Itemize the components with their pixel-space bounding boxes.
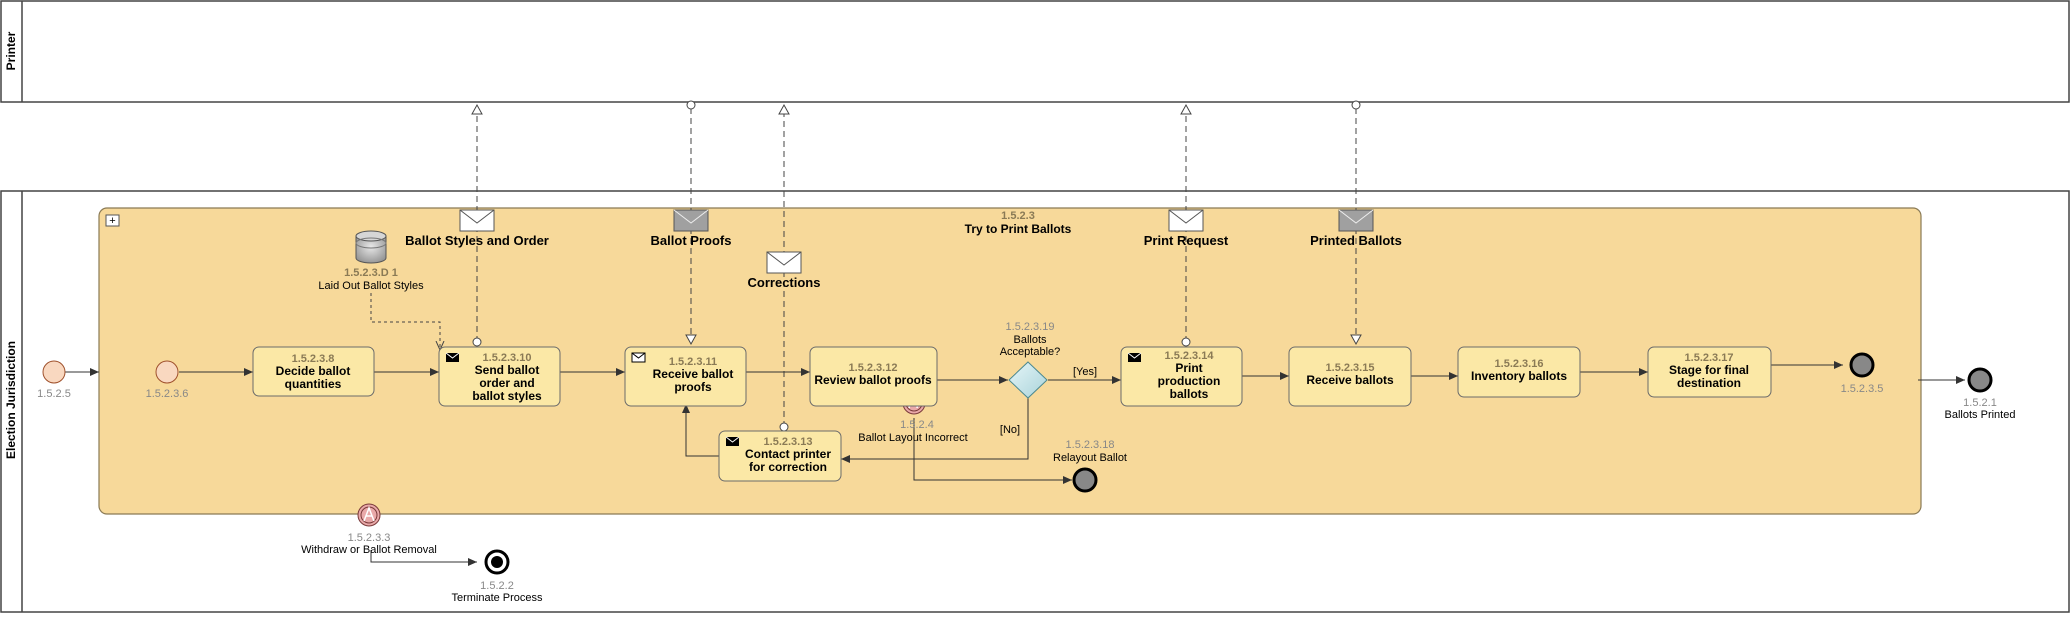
event-id: 1.5.2.3.18 [1066, 439, 1115, 451]
event-id: 1.5.2.4 [900, 419, 934, 431]
subprocess-id: 1.5.2.3 [1001, 210, 1035, 222]
task-id: 1.5.2.3.11 [669, 356, 717, 368]
event-id: 1.5.2.1 [1963, 397, 1997, 409]
task-label: Send ballot [475, 363, 540, 377]
task-id: 1.5.2.3.17 [1685, 352, 1734, 364]
task-label: order and [479, 376, 534, 390]
task-id: 1.5.2.3.8 [292, 353, 335, 365]
message-printed-ballots[interactable]: Printed Ballots [1310, 209, 1402, 248]
task-print-production-ballots[interactable]: 1.5.2.3.14 Print production ballots [1120, 346, 1243, 407]
subprocess-name: Try to Print Ballots [965, 222, 1072, 236]
gateway-id: 1.5.2.3.19 [1006, 321, 1055, 333]
task-label: quantities [285, 377, 342, 391]
gateway-line2: Acceptable? [1000, 346, 1061, 358]
event-id: 1.5.2.2 [480, 580, 514, 592]
printer-pool: Printer [0, 0, 2070, 103]
cancel-icon [363, 505, 375, 522]
message-print-request[interactable]: Print Request [1144, 209, 1229, 248]
task-label: ballot styles [472, 389, 542, 403]
task-contact-printer[interactable]: 1.5.2.3.13 Contact printer for correctio… [718, 430, 842, 482]
send-envelope-icon [445, 352, 460, 362]
task-send-ballot-order[interactable]: 1.5.2.3.10 Send ballot order and ballot … [438, 346, 561, 407]
message-label: Ballot Proofs [651, 233, 732, 248]
gateway-ballots-acceptable[interactable]: 1.5.2.3.19 Ballots Acceptable? [1000, 321, 1061, 399]
message-ballot-styles-order[interactable]: Ballot Styles and Order [405, 209, 549, 248]
message-label: Ballot Styles and Order [405, 233, 549, 248]
event-name: Withdraw or Ballot Removal [301, 544, 437, 556]
data-store[interactable]: 1.5.2.3.D 1 Laid Out Ballot Styles [318, 230, 424, 292]
event-name: Relayout Ballot [1053, 452, 1127, 464]
task-id: 1.5.2.3.12 [849, 362, 898, 374]
task-label: ballots [1170, 387, 1209, 401]
task-id: 1.5.2.3.10 [483, 352, 532, 364]
sequence-flows [65, 361, 1965, 566]
election-pool-label: Election Jurisdiction [4, 341, 18, 459]
event-id: 1.5.2.3.6 [146, 388, 189, 400]
task-decide-ballot-quantities[interactable]: 1.5.2.3.8 Decide ballot quantities [252, 346, 375, 397]
task-label: Review ballot proofs [814, 373, 932, 387]
task-label: Inventory ballots [1471, 369, 1567, 383]
task-label: for correction [749, 460, 827, 474]
task-id: 1.5.2.3.13 [764, 436, 813, 448]
gateway-yes-label: [Yes] [1073, 366, 1097, 378]
start-event-inner[interactable]: 1.5.2.3.6 [146, 360, 189, 400]
expand-marker-icon[interactable]: + [109, 215, 115, 227]
receive-envelope-icon [631, 352, 646, 363]
subprocess-try-to-print-ballots[interactable]: + 1.5.2.3 Try to Print Ballots [98, 207, 1922, 515]
message-flow-origins [472, 100, 1361, 432]
event-id: 1.5.2.3.5 [1841, 383, 1884, 395]
task-receive-ballot-proofs[interactable]: 1.5.2.3.11 Receive ballot proofs [624, 346, 747, 407]
event-id: 1.5.2.3.3 [348, 532, 391, 544]
message-label: Printed Ballots [1310, 233, 1402, 248]
task-label: Stage for final [1669, 363, 1749, 377]
message-label: Corrections [748, 275, 821, 290]
task-label: Receive ballots [1306, 373, 1394, 387]
data-store-id: 1.5.2.3.D 1 [344, 267, 398, 279]
send-envelope-icon [725, 436, 740, 446]
gateway-line1: Ballots [1013, 334, 1047, 346]
event-name: Ballot Layout Incorrect [858, 432, 967, 444]
event-name: Ballots Printed [1945, 409, 2016, 421]
message-corrections[interactable]: Corrections [748, 251, 821, 290]
event-id: 1.5.2.5 [37, 388, 71, 400]
task-inventory-ballots[interactable]: 1.5.2.3.16 Inventory ballots [1457, 346, 1581, 398]
task-label: Print [1175, 361, 1202, 375]
task-label: Decide ballot [276, 364, 351, 378]
task-stage-final-destination[interactable]: 1.5.2.3.17 Stage for final destination [1647, 346, 1772, 398]
event-name: Terminate Process [451, 592, 543, 604]
data-association [370, 293, 440, 350]
printer-pool-label: Printer [4, 31, 18, 70]
terminate-event[interactable]: 1.5.2.2 Terminate Process [451, 549, 543, 604]
task-review-ballot-proofs[interactable]: 1.5.2.3.12 Review ballot proofs [809, 346, 938, 407]
start-event-outer[interactable]: 1.5.2.5 [37, 360, 71, 400]
send-envelope-icon [1127, 352, 1142, 362]
task-id: 1.5.2.3.16 [1495, 358, 1544, 370]
message-label: Print Request [1144, 233, 1229, 248]
data-store-name: Laid Out Ballot Styles [318, 280, 424, 292]
task-label: Receive ballot [653, 367, 734, 381]
task-receive-ballots[interactable]: 1.5.2.3.15 Receive ballots [1288, 346, 1412, 407]
end-event-inner[interactable]: 1.5.2.3.5 [1841, 352, 1884, 395]
cancel-boundary-event[interactable]: 1.5.2.3.3 Withdraw or Ballot Removal [301, 503, 437, 556]
task-id: 1.5.2.3.14 [1165, 350, 1215, 362]
gateway-no-label: [No] [1000, 424, 1020, 436]
message-ballot-proofs[interactable]: Ballot Proofs [651, 209, 732, 248]
task-label: proofs [674, 380, 712, 394]
task-label: destination [1677, 376, 1741, 390]
task-label: production [1158, 374, 1221, 388]
task-label: Contact printer [745, 447, 831, 461]
task-id: 1.5.2.3.15 [1326, 362, 1375, 374]
end-event-relayout[interactable]: 1.5.2.3.18 Relayout Ballot [1053, 439, 1127, 493]
end-event-outer[interactable]: 1.5.2.1 Ballots Printed [1945, 367, 2016, 421]
